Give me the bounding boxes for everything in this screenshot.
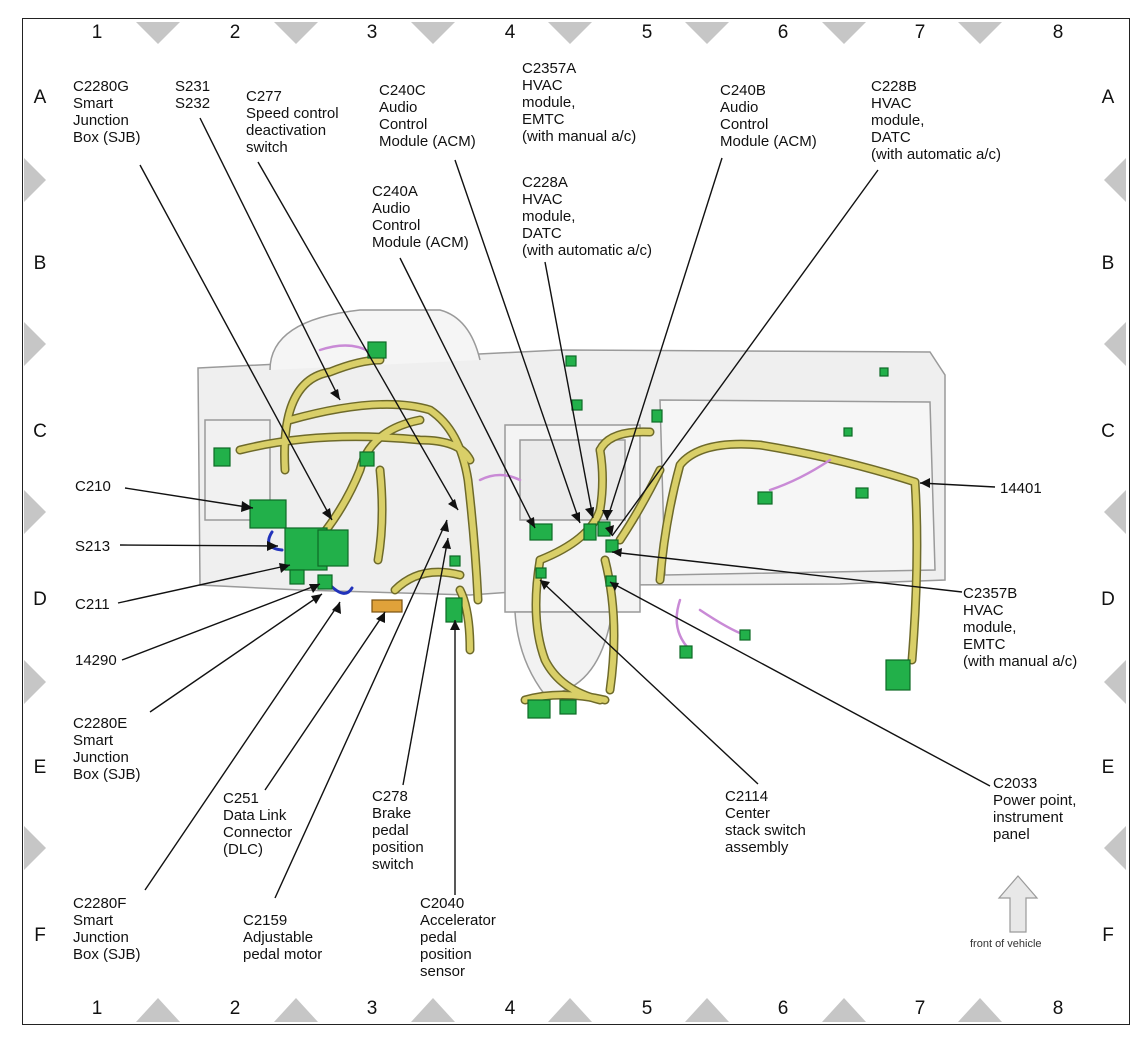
grid-col-top-4: 4 xyxy=(504,22,516,43)
callout-c277: C277 Speed control deactivation switch xyxy=(246,88,339,156)
callout-c240c: C240C Audio Control Module (ACM) xyxy=(379,82,476,150)
callout-s231-s232: S231 S232 xyxy=(175,78,211,112)
grid-col-bottom-8: 8 xyxy=(1052,998,1064,1019)
grid-col-top-7: 7 xyxy=(914,22,926,43)
grid-col-top-3: 3 xyxy=(366,22,378,43)
grid-col-top-5: 5 xyxy=(641,22,653,43)
grid-row-right-d: D xyxy=(1101,589,1115,610)
callout-c278: C278 Brake pedal position switch xyxy=(372,788,424,873)
grid-col-bottom-3: 3 xyxy=(366,998,378,1019)
callout-c240b: C240B Audio Control Module (ACM) xyxy=(720,82,817,150)
grid-col-top-6: 6 xyxy=(777,22,789,43)
instrument-panel xyxy=(197,309,946,696)
grid-row-left-b: B xyxy=(33,253,47,274)
leader-lines xyxy=(117,117,996,899)
grid-row-right-b: B xyxy=(1101,253,1115,274)
grid-col-top-1: 1 xyxy=(91,22,103,43)
callout-c210: C210 xyxy=(75,478,111,495)
callout-c240a: C240A Audio Control Module (ACM) xyxy=(372,183,469,251)
callout-c2357b: C2357B HVAC module, EMTC (with manual a/… xyxy=(963,585,1078,670)
grid-row-right-e: E xyxy=(1101,757,1115,778)
grid-markers xyxy=(24,22,1126,1022)
callout-c2280f: C2280F Smart Junction Box (SJB) xyxy=(73,895,141,963)
callout-c2280g: C2280G Smart Junction Box (SJB) xyxy=(73,78,141,146)
callout-c228b: C228B HVAC module, DATC (with automatic … xyxy=(871,78,1002,163)
grid-col-bottom-6: 6 xyxy=(777,998,789,1019)
callout-c228a: C228A HVAC module, DATC (with automatic … xyxy=(522,174,653,259)
grid-row-right-c: C xyxy=(1101,421,1115,442)
callout-s213: S213 xyxy=(75,538,111,555)
callout-c2040: C2040 Accelerator pedal position sensor xyxy=(420,895,496,980)
callout-c251: C251 Data Link Connector (DLC) xyxy=(223,790,293,858)
grid-row-left-d: D xyxy=(33,589,47,610)
grid-row-left-a: A xyxy=(33,87,47,108)
callout-c2159: C2159 Adjustable pedal motor xyxy=(243,912,323,963)
callout-14290: 14290 xyxy=(75,652,117,669)
callout-14401: 14401 xyxy=(1000,480,1042,497)
front-arrow-icon xyxy=(997,875,1039,933)
grid-row-left-e: E xyxy=(33,757,47,778)
diagram-frame xyxy=(22,18,1130,1025)
callout-c2033: C2033 Power point, instrument panel xyxy=(993,775,1077,843)
grid-col-bottom-2: 2 xyxy=(229,998,241,1019)
leader-arrowheads xyxy=(241,389,930,630)
callout-c2114: C2114 Center stack switch assembly xyxy=(725,788,806,856)
grid-row-right-a: A xyxy=(1101,87,1115,108)
connectors xyxy=(213,341,911,719)
front-of-vehicle-label: front of vehicle xyxy=(970,938,1042,950)
grid-col-bottom-7: 7 xyxy=(914,998,926,1019)
grid-row-left-f: F xyxy=(34,925,46,946)
callout-c2280e: C2280E Smart Junction Box (SJB) xyxy=(73,715,141,783)
grid-row-left-c: C xyxy=(33,421,47,442)
grid-col-top-2: 2 xyxy=(229,22,241,43)
grid-col-bottom-1: 1 xyxy=(91,998,103,1019)
grid-col-bottom-5: 5 xyxy=(641,998,653,1019)
grid-col-bottom-4: 4 xyxy=(504,998,516,1019)
callout-c211: C211 xyxy=(75,596,110,613)
callout-c2357a: C2357A HVAC module, EMTC (with manual a/… xyxy=(522,60,637,145)
grid-col-top-8: 8 xyxy=(1052,22,1064,43)
grid-row-right-f: F xyxy=(1102,925,1114,946)
